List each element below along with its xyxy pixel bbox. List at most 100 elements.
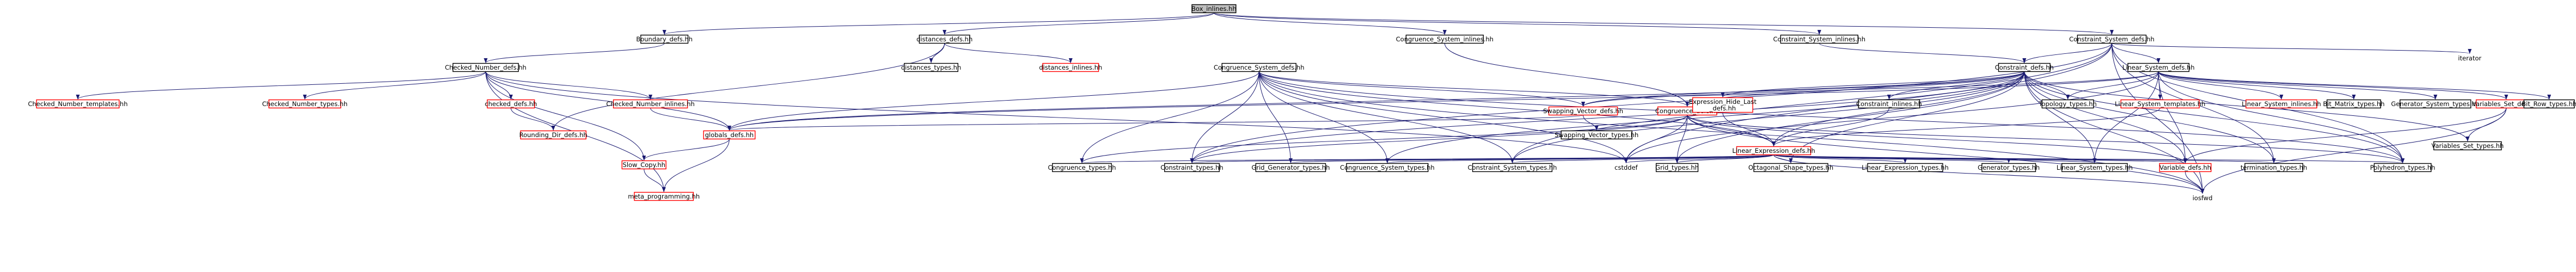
edge-checked_num_defs-to-cn_inlines: [485, 71, 652, 100]
node-box: [621, 160, 666, 170]
node-label: iosfwd: [2193, 194, 2213, 202]
node-lin_sys_types[interactable]: Linear_System_types.hh: [2057, 163, 2133, 172]
node-box: [919, 34, 970, 44]
node-label: Octagonal_Shape_types.hh: [1748, 164, 1833, 171]
edge-cons_sys_defs-to-linear_sys_defs: [2111, 43, 2161, 63]
node-grid_types[interactable]: Grid_types.hh: [1655, 163, 1699, 172]
edge-constraint_defs-to-polyhedron: [2024, 71, 2405, 163]
node-lin_expr_defs: Linear_Expression_defs.hh: [1732, 146, 1815, 156]
node-label: Swapping_Vector_types.hh: [1555, 131, 1638, 139]
edges-layer: [76, 13, 2551, 194]
node-distances_inl: distances_inlines.hh: [1039, 63, 1102, 72]
node-polyhedron[interactable]: Polyhedron_types.hh: [2370, 163, 2436, 172]
edge-checked_num_defs-to-globals: [485, 71, 731, 131]
node-cn_types: Checked_Number_types.hh: [262, 99, 347, 109]
node-label: Variables_Set_types.hh: [2431, 142, 2504, 150]
node-cstddef: cstddef: [1614, 164, 1638, 171]
node-congruence_types[interactable]: Congruence_types.hh: [1048, 163, 1116, 172]
edge-cong_sys_defs-to-cons_sys_types: [1258, 71, 1514, 163]
node-box: [613, 99, 688, 109]
edge-variables_set_defs-to-variables_set_types: [2465, 108, 2507, 141]
node-label: Checked_Number_defs.hh: [445, 64, 527, 71]
node-cong_sys_defs[interactable]: Congruence_System_defs.hh: [1214, 63, 1305, 72]
edge-cong_sys_defs-to-iosfwd: [1258, 71, 2205, 194]
edge-globals-to-slow_copy: [642, 139, 730, 160]
node-swap_vec_types[interactable]: Swapping_Vector_types.hh: [1555, 130, 1638, 140]
node-label: Linear_Expression_defs.hh: [1732, 147, 1815, 154]
node-label: Constraint_System_defs.hh: [2069, 35, 2155, 43]
node-checked_defs: checked_defs.hh: [485, 99, 537, 109]
edge-variables_set_defs-to-variable_defs: [2183, 108, 2507, 163]
edge-linear_sys_defs-to-globals: [727, 71, 2159, 131]
edge-linear_sys_defs-to-lin_sys_inl: [2158, 71, 2284, 100]
node-box: [1164, 163, 1220, 172]
node-distances_types[interactable]: distances_types.hh: [901, 63, 961, 72]
node-label: Congruence_System_inlines.hh: [1396, 35, 1494, 43]
node-box: [1052, 163, 1112, 172]
edge-cons_sys_inl-to-constraint_defs: [1819, 43, 2027, 63]
node-box: [1405, 34, 1484, 44]
node-label: Topology_types.hh: [2038, 100, 2096, 108]
edge-constraint_defs-to-globals: [727, 71, 2025, 131]
node-grid_gen_types[interactable]: Grid_Generator_types.hh: [1251, 163, 1330, 172]
edge-cong_sys_defs-to-constraint_types: [1190, 71, 1259, 163]
node-cong_sys_types[interactable]: Congruence_System_types.hh: [1340, 163, 1435, 172]
node-constraint_types[interactable]: Constraint_types.hh: [1160, 163, 1223, 172]
node-label: Constraint_types.hh: [1160, 164, 1223, 171]
node-label: Linear_System_templates.hh: [2115, 100, 2205, 108]
node-box: [520, 130, 587, 140]
node-label: Variables_Set_defs.hh: [2472, 100, 2541, 108]
edge-swap_vec_defs-to-swap_vec_types: [1583, 115, 1599, 131]
edge-globals-to-meta_prog: [662, 139, 730, 192]
node-box: [1191, 4, 1237, 14]
node-constraint_defs[interactable]: Constraint_defs.hh: [1995, 63, 2054, 72]
edge-lin_expr_defs-to-polyhedron: [1773, 154, 2404, 163]
node-label: Rounding_Dir_defs.hh: [519, 131, 588, 139]
node-box: [452, 63, 519, 72]
node-bit_matrix[interactable]: Bit_Matrix_types.hh: [2323, 99, 2385, 109]
node-expr_hide_last: Expression_Hide_Last_defs.hh: [1689, 97, 1757, 113]
node-box: [2326, 99, 2381, 109]
node-box: [904, 63, 959, 72]
edge-linear_sys_defs-to-bit_matrix: [2158, 71, 2356, 100]
node-lin_expr_types[interactable]: Linear_Expression_types.hh: [1862, 163, 1949, 172]
node-box: [1692, 97, 1753, 113]
edge-linear_sys_defs-to-variable_defs: [2158, 71, 2187, 163]
node-label: Checked_Number_types.hh: [262, 100, 347, 108]
node-cons_sys_defs[interactable]: Constraint_System_defs.hh: [2069, 34, 2155, 44]
node-cons_sys_inl[interactable]: Constraint_System_inlines.hh: [1773, 34, 1865, 44]
edge-root-to-cons_sys_inl: [1213, 13, 1821, 35]
edge-distances-to-distances_inl: [944, 43, 1073, 63]
node-label: Checked_Number_inlines.hh: [606, 100, 695, 108]
node-octagonal[interactable]: Octagonal_Shape_types.hh: [1748, 163, 1833, 172]
node-variables_set_types[interactable]: Variables_Set_types.hh: [2431, 141, 2504, 151]
edge-cong_sys_defs-to-cong_sys_types: [1258, 71, 1390, 163]
node-checked_num_defs[interactable]: Checked_Number_defs.hh: [445, 63, 527, 72]
node-label: Linear_Expression_types.hh: [1862, 164, 1949, 171]
edge-constraint_defs-to-iosfwd: [2024, 71, 2205, 194]
node-cong_sys_inl[interactable]: Congruence_System_inlines.hh: [1396, 34, 1494, 44]
node-box: [487, 99, 535, 109]
node-label: Boundary_defs.hh: [636, 35, 693, 43]
node-linear_sys_defs[interactable]: Linear_System_defs.hh: [2122, 63, 2195, 72]
node-box: [640, 34, 689, 44]
node-gen_sys_types[interactable]: Generator_System_types.hh: [2391, 99, 2480, 109]
node-topology[interactable]: Topology_types.hh: [2038, 99, 2097, 109]
edge-lin_expr_defs-to-generator_types: [1773, 154, 2011, 163]
node-box: [2523, 99, 2575, 109]
node-termination[interactable]: termination_types.hh: [2241, 163, 2308, 172]
edge-cong_sys_defs-to-globals: [727, 71, 1259, 131]
edge-root-to-distances: [943, 13, 1214, 35]
node-bit_row[interactable]: Bit_Row_types.hh: [2522, 99, 2576, 109]
node-root[interactable]: Box_inlines.hh: [1191, 4, 1237, 14]
node-generator_types[interactable]: Generator_types.hh: [1978, 163, 2040, 172]
node-constraint_inl[interactable]: Constraint_inlines.hh: [1856, 99, 1922, 109]
node-distances[interactable]: distances_defs.hh: [916, 34, 972, 44]
edge-lin_expr_defs-to-lin_expr_types: [1773, 154, 1907, 163]
node-box: [1472, 163, 1553, 172]
node-boundary[interactable]: Boundary_defs.hh: [636, 34, 693, 44]
node-cons_sys_types[interactable]: Constraint_System_types.hh: [1468, 163, 1557, 172]
node-globals: globals_defs.hh: [703, 130, 756, 140]
node-box: [2433, 141, 2502, 151]
